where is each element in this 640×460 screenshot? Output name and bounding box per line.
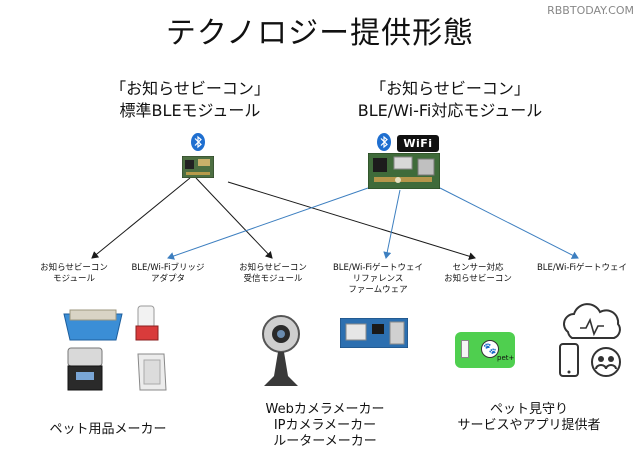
pet-feeder-image <box>67 347 103 391</box>
category-line: BLE/Wi-Fiゲートウェイ <box>536 263 628 273</box>
category-line: 受信モジュール <box>243 274 303 284</box>
category-sensor-beacon: センサー対応 お知らせビーコン <box>436 263 520 285</box>
group-line: Webカメラメーカー <box>265 402 385 417</box>
category-line: お知らせビーコン <box>40 263 108 273</box>
category-line: お知らせビーコン <box>239 263 307 273</box>
service-provider-label: ペット見守り サービスやアプリ提供者 <box>444 402 614 434</box>
wifi-logo: WiFi <box>397 135 439 152</box>
module-left-line1: 「お知らせビーコン」 <box>110 79 270 98</box>
category-line: ファームウェア <box>348 285 408 295</box>
group-line: IPカメラメーカー <box>273 418 377 433</box>
pet-plus-logo: pet+ <box>497 354 515 362</box>
module-right-line1: 「お知らせビーコン」 <box>370 79 530 98</box>
category-beacon-module: お知らせビーコン モジュール <box>28 263 120 285</box>
camera-maker-label: Webカメラメーカー IPカメラメーカー ルーターメーカー <box>255 402 395 450</box>
category-gateway: BLE/Wi-Fiゲートウェイ <box>528 263 636 274</box>
category-receiver-module: お知らせビーコン 受信モジュール <box>226 263 320 285</box>
category-line: BLE/Wi-Fiブリッジ <box>131 263 205 273</box>
cloud-devices-image <box>559 303 621 377</box>
group-line: ペット見守り <box>489 402 568 417</box>
category-line: モジュール <box>53 274 95 284</box>
line-std-to-sensor <box>227 181 476 261</box>
category-line: アダプタ <box>150 274 185 284</box>
ble-wifi-board-image <box>368 153 440 189</box>
cat-litter-box-image <box>63 309 123 341</box>
page-title: テクノロジー提供形態 <box>165 16 475 51</box>
category-line: お知らせビーコン <box>444 274 512 284</box>
bluetooth-icon <box>191 133 205 151</box>
module-left-line2: 標準BLEモジュール <box>119 101 261 120</box>
standard-ble-board-image <box>182 156 214 178</box>
bluetooth-icon <box>377 133 391 151</box>
webcam-image <box>262 315 300 386</box>
group-line: ペット用品メーカー <box>49 422 167 437</box>
group-line: ルーターメーカー <box>273 434 377 449</box>
line-std-to-module <box>91 177 191 259</box>
gateway-board-image <box>340 318 408 348</box>
line-wifi-to-bridge <box>167 187 369 260</box>
ble-wifi-module-label: 「お知らせビーコン」 BLE/Wi-Fi対応モジュール <box>330 78 570 122</box>
category-gateway-reference-firmware: BLE/Wi-Fiゲートウェイ リファレンス ファームウェア <box>328 263 428 296</box>
watermark: RBBTODAY.COM <box>547 4 634 17</box>
category-bridge-adapter: BLE/Wi-Fiブリッジ アダプタ <box>120 263 216 285</box>
line-wifi-to-gateway <box>439 187 579 259</box>
water-dispenser-image <box>135 305 159 341</box>
category-line: BLE/Wi-Fiゲートウェイ <box>332 263 424 273</box>
pet-door-image <box>137 353 167 391</box>
module-right-line2: BLE/Wi-Fi対応モジュール <box>357 101 543 120</box>
sensor-beacon-image: 🐾 pet+ <box>455 332 515 368</box>
line-wifi-to-gateway-ref <box>383 189 401 259</box>
line-std-to-receiver <box>195 177 273 259</box>
category-line: センサー対応 <box>452 263 504 273</box>
category-line: リファレンス <box>352 274 404 284</box>
pet-goods-maker-label: ペット用品メーカー <box>38 422 178 438</box>
standard-ble-module-label: 「お知らせビーコン」 標準BLEモジュール <box>85 78 295 122</box>
group-line: サービスやアプリ提供者 <box>457 418 601 433</box>
